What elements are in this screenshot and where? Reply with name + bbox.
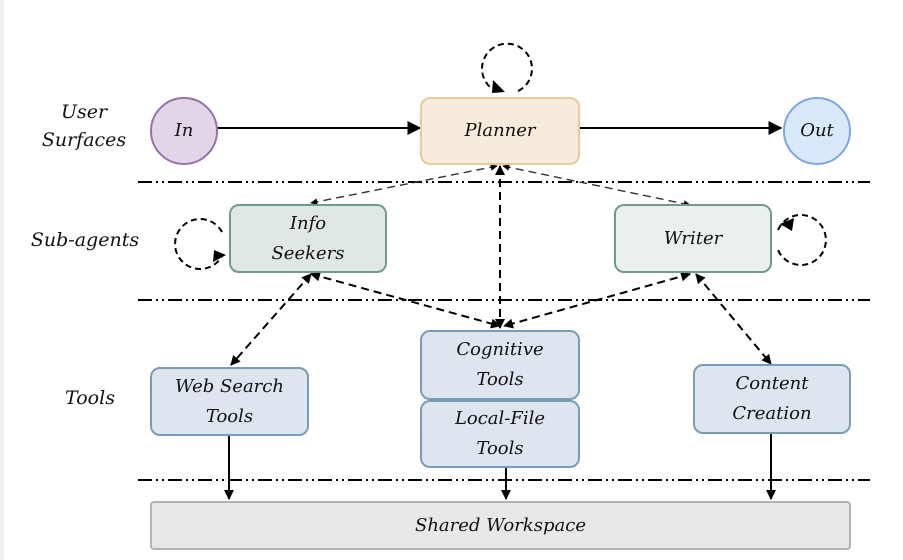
- left-edge-strip: [0, 0, 4, 560]
- edge-infoseekers-websearch: [230, 273, 312, 366]
- local-file-tools-node[interactable]: Local-File Tools: [420, 400, 580, 468]
- web-search-tools-node[interactable]: Web Search Tools: [150, 367, 309, 436]
- self-loop-planner: [481, 42, 533, 93]
- cognitive-tools-node[interactable]: Cognitive Tools: [420, 330, 580, 400]
- row-label-tools: Tools: [65, 387, 115, 409]
- row-label-sub-agents: Sub-agents: [30, 229, 140, 251]
- shared-workspace-node[interactable]: Shared Workspace: [150, 501, 851, 550]
- self-loop-infoseekers: [174, 218, 223, 270]
- row-label-user-surfaces: User Surfaces: [41, 101, 127, 151]
- info-seekers-node[interactable]: Info Seekers: [229, 204, 387, 273]
- edge-planner-writer: [502, 163, 691, 208]
- self-loop-planner-arrowhead: [492, 80, 505, 93]
- edge-infoseekers-cognitive: [310, 271, 501, 329]
- edge-writer-cognitive: [503, 271, 691, 329]
- writer-node[interactable]: Writer: [614, 204, 772, 273]
- edge-writer-content: [695, 273, 772, 365]
- input-node[interactable]: In: [150, 97, 218, 165]
- planner-node[interactable]: Planner: [420, 97, 580, 165]
- output-node[interactable]: Out: [783, 97, 851, 165]
- content-creation-node[interactable]: Content Creation: [693, 364, 851, 434]
- self-loop-infoseekers-arrowhead: [213, 250, 226, 262]
- self-loop-writer-arrowhead: [780, 218, 794, 231]
- edge-planner-infoseekers: [310, 163, 498, 206]
